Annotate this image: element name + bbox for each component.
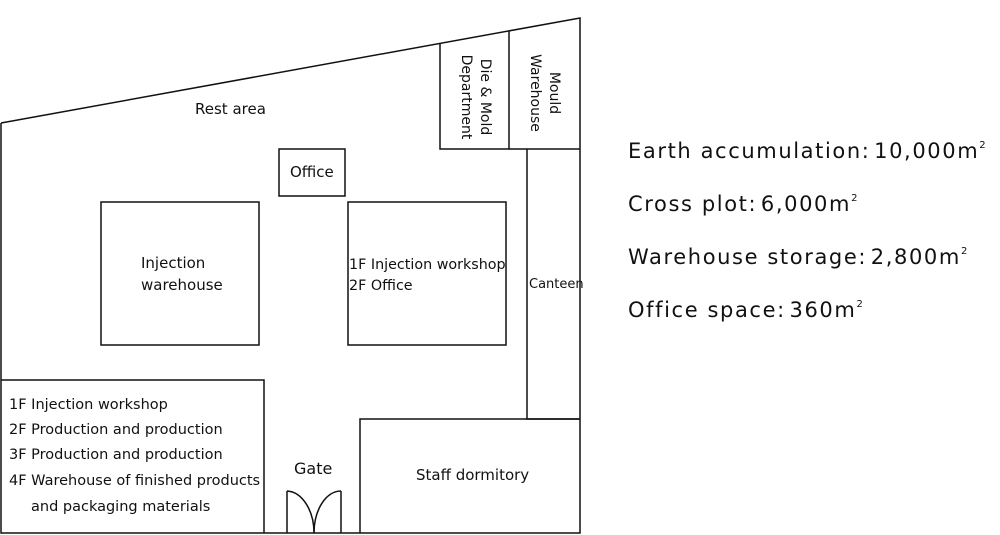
area-stat-unit: m <box>829 192 852 216</box>
area-stat-cross-plot: Cross plot: 6,000m2 <box>628 192 858 216</box>
area-stat-superscript: 2 <box>960 246 968 257</box>
area-stat-label: Cross plot <box>628 192 749 216</box>
production-building-label-line-5: and packaging materials <box>31 499 211 515</box>
gate-label: Gate <box>294 459 333 478</box>
die-mold-department-box <box>439 31 510 150</box>
area-stat-label: Warehouse storage <box>628 245 859 269</box>
area-stat-office-space: Office space: 360m2 <box>628 298 863 322</box>
mould-warehouse-line-1: Mould <box>546 71 562 115</box>
production-building-label-line-1: 1F Injection workshop <box>9 397 168 413</box>
die-mold-department-label: Die & Mold Department <box>456 52 494 142</box>
area-stat-value: 6,000 <box>760 192 829 216</box>
production-building-label-line-2: 2F Production and production <box>9 422 223 438</box>
die-mold-department-line-1: Die & Mold <box>477 58 493 136</box>
die-mold-department-line-2: Department <box>458 54 474 140</box>
area-stat-earth-accumulation: Earth accumulation: 10,000m2 <box>628 139 986 163</box>
rest-area-label: Rest area <box>195 100 266 118</box>
area-stat-superscript: 2 <box>979 140 986 151</box>
area-stat-unit: m <box>834 298 857 322</box>
area-stat-superscript: 2 <box>851 193 858 204</box>
injection-warehouse-box <box>100 201 260 346</box>
site-boundary <box>0 17 581 534</box>
area-stat-value: 360 <box>789 298 835 322</box>
area-stat-value: 10,000 <box>874 139 958 163</box>
mould-warehouse-line-2: Warehouse <box>527 54 543 132</box>
production-building-label-line-3: 3F Production and production <box>9 447 223 463</box>
canteen-label: Canteen <box>529 277 584 292</box>
area-stat-superscript: 2 <box>856 299 863 310</box>
area-stat-unit: m <box>957 139 980 163</box>
gate-doors-icon <box>286 490 342 534</box>
office-box <box>278 148 346 197</box>
area-stat-value: 2,800 <box>870 245 939 269</box>
workshop-building-box <box>347 201 507 346</box>
injection-warehouse-label-line-2: warehouse <box>141 276 223 294</box>
area-stat-label: Office space <box>628 298 778 322</box>
area-stats-panel: Earth accumulation: 10,000m2 Cross plot:… <box>628 122 1000 334</box>
area-stat-unit: m <box>938 245 961 269</box>
production-building-label-line-4: 4F Warehouse of finished products <box>9 473 261 489</box>
area-stat-label: Earth accumulation <box>628 139 862 163</box>
injection-warehouse-label-line-1: Injection <box>141 254 206 272</box>
staff-dormitory-box <box>359 418 580 533</box>
staff-dormitory-label: Staff dormitory <box>416 466 530 484</box>
production-building-box <box>1 379 265 533</box>
workshop-building-label-line-1: 1F Injection workshop <box>349 257 506 273</box>
office-label: Office <box>290 163 334 181</box>
mould-warehouse-label: Mould Warehouse <box>525 48 563 138</box>
workshop-building-label-line-2: 2F Office <box>349 278 413 294</box>
area-stat-warehouse-storage: Warehouse storage: 2,800m2 <box>628 245 968 269</box>
